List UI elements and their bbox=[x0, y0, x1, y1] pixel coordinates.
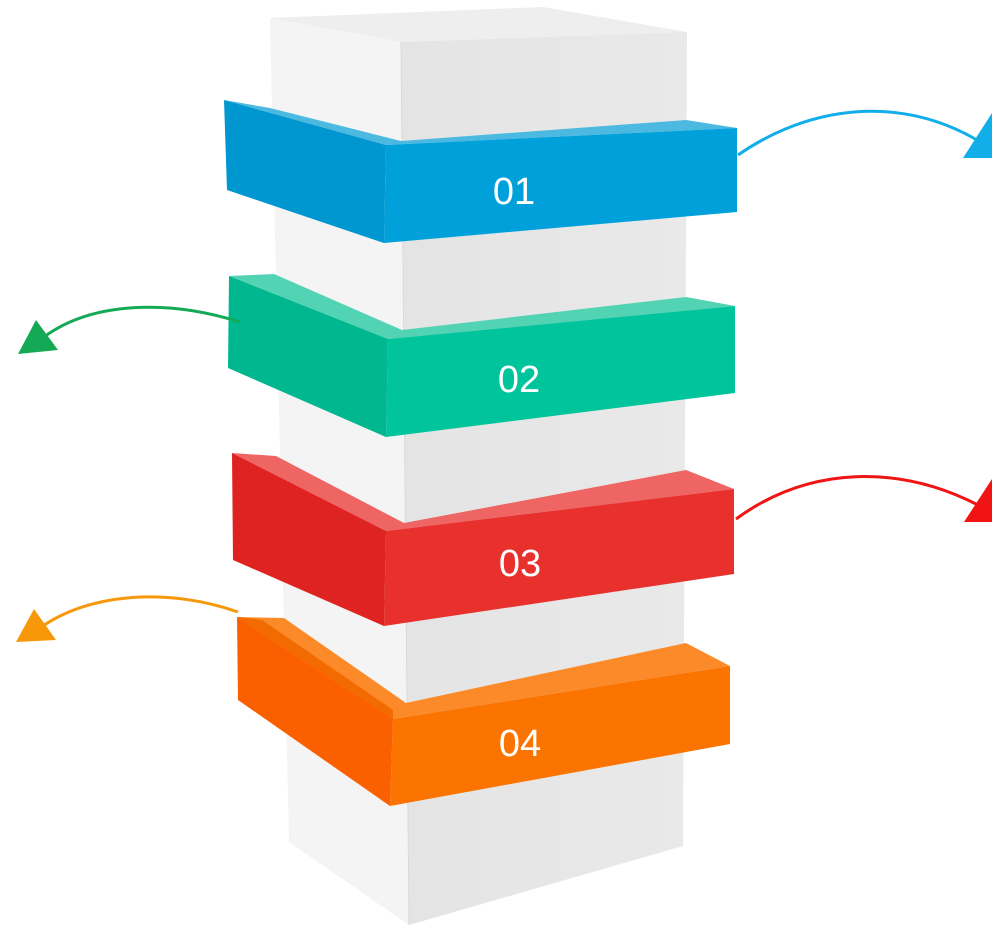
arrow-03-head bbox=[964, 479, 992, 522]
arrow-03-curve bbox=[735, 475, 979, 521]
band-02: 02 bbox=[228, 274, 735, 437]
arrow-02 bbox=[18, 305, 241, 354]
band-03-top bbox=[232, 453, 734, 531]
band-02-front bbox=[386, 306, 735, 437]
arrow-04 bbox=[16, 595, 239, 642]
band-03-side bbox=[232, 453, 386, 626]
band-03-front bbox=[384, 489, 734, 626]
band-02-label: 02 bbox=[498, 359, 540, 401]
band-04-front bbox=[390, 666, 730, 806]
band-01-label: 01 bbox=[493, 171, 535, 213]
band-01-top bbox=[224, 100, 737, 145]
column-top bbox=[270, 7, 687, 42]
band-04-side bbox=[237, 617, 393, 806]
band-03: 03 bbox=[232, 453, 734, 626]
band-02-side bbox=[228, 276, 388, 437]
arrow-03 bbox=[735, 475, 992, 522]
band-03-label: 03 bbox=[499, 543, 541, 585]
arrow-04-head bbox=[16, 609, 56, 642]
band-01-front bbox=[384, 128, 737, 243]
band-01-side bbox=[224, 100, 386, 243]
arrow-02-head bbox=[18, 320, 58, 354]
arrow-01-head bbox=[963, 113, 992, 158]
band-02-top bbox=[229, 274, 735, 339]
arrow-01 bbox=[737, 109, 992, 158]
arrow-02-curve bbox=[39, 305, 241, 342]
band-04: 04 bbox=[237, 617, 730, 806]
arrow-01-curve bbox=[737, 109, 978, 157]
band-04-label: 04 bbox=[499, 723, 541, 765]
arrow-04-curve bbox=[39, 595, 239, 630]
band-01: 01 bbox=[224, 100, 737, 243]
